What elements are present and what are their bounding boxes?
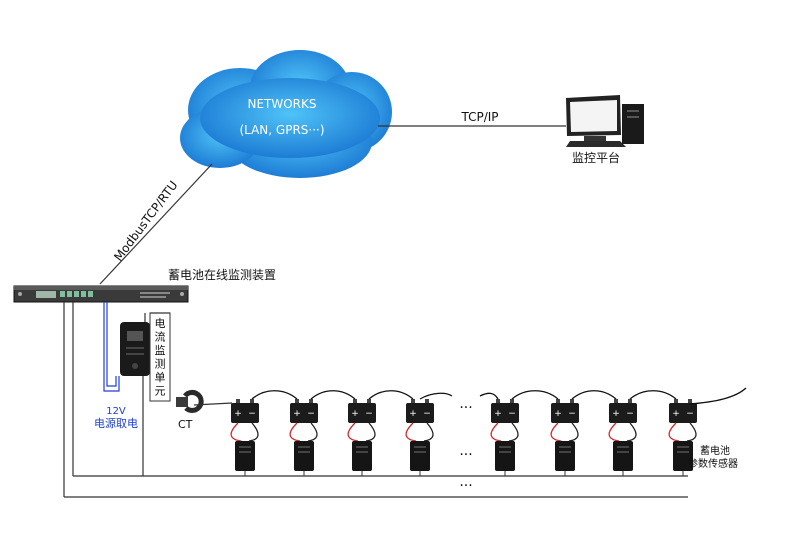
battery-plus-terminal: +	[494, 409, 502, 419]
battery-unit: +−	[490, 399, 519, 476]
battery-ellipsis: ···	[459, 400, 472, 416]
current-unit-label-char: 单	[155, 371, 166, 384]
battery-unit: +−	[347, 399, 376, 476]
battery-sensor-icon	[352, 441, 372, 471]
current-unit-label-char: 电	[155, 317, 166, 330]
battery-plus-terminal: +	[409, 409, 417, 419]
sensor-label-line2: 参数传感器	[688, 457, 738, 470]
battery-icon	[290, 403, 318, 423]
battery-minus-terminal: −	[423, 409, 431, 419]
device-wiring	[63, 302, 688, 498]
network-cloud: NETWORKS (LAN, GPRS···)	[180, 50, 392, 178]
monitor-computer-icon	[566, 95, 644, 147]
battery-icon	[609, 403, 637, 423]
tcp-ip-label: TCP/IP	[460, 110, 498, 124]
battery-minus-terminal: −	[307, 409, 315, 419]
battery-plus-terminal: +	[554, 409, 562, 419]
battery-sensor-icon	[613, 441, 633, 471]
battery-unit: +−	[550, 399, 579, 476]
current-unit-label-char: 测	[155, 358, 166, 371]
battery-link-wire	[571, 390, 617, 400]
battery-unit: +−	[289, 399, 318, 476]
sensor-label-line1: 蓄电池	[700, 444, 730, 457]
ct-label: CT	[178, 418, 193, 431]
battery-plus-terminal: +	[672, 409, 680, 419]
current-unit-label-char: 元	[155, 385, 166, 398]
battery-link-wire	[419, 392, 453, 400]
battery-link-wire	[511, 390, 559, 400]
battery-minus-terminal: −	[568, 409, 576, 419]
battery-sensor-icon	[495, 441, 515, 471]
battery-sensor-icon	[235, 441, 255, 471]
battery-sensor-icon	[410, 441, 430, 471]
battery-icon	[406, 403, 434, 423]
battery-link-wire	[310, 390, 356, 400]
current-monitoring-unit	[120, 322, 150, 376]
trailing-wire	[689, 387, 747, 405]
battery-icon	[551, 403, 579, 423]
battery-minus-terminal: −	[686, 409, 694, 419]
monitor-platform-label: 监控平台	[572, 150, 620, 165]
battery-plus-terminal: +	[351, 409, 359, 419]
battery-icon	[491, 403, 519, 423]
power-label: 电源取电	[94, 416, 138, 430]
modbus-line	[99, 163, 213, 285]
battery-link-wire	[368, 390, 414, 400]
modbus-label: ModbusTCP/RTU	[111, 178, 180, 264]
battery-unit: +−	[608, 399, 637, 476]
power-voltage-label: 12V	[106, 406, 126, 417]
battery-plus-terminal: +	[612, 409, 620, 419]
cloud-subtitle: (LAN, GPRS···)	[239, 123, 324, 137]
current-unit-label-char: 监	[155, 344, 166, 357]
battery-minus-terminal: −	[365, 409, 373, 419]
current-unit-label-char: 流	[155, 330, 166, 344]
battery-link-wire	[629, 390, 677, 400]
battery-icon	[669, 403, 697, 423]
battery-sensor-icon	[555, 441, 575, 471]
battery-plus-terminal: +	[293, 409, 301, 419]
sensor-ellipsis: ···	[459, 447, 472, 463]
battery-unit: +−	[668, 399, 697, 476]
battery-icon	[348, 403, 376, 423]
battery-sensor-icon	[294, 441, 314, 471]
cloud-title: NETWORKS	[247, 97, 316, 111]
battery-string: +−+−+−+−+−+−+−+−	[230, 390, 697, 476]
battery-sensor-icon	[673, 441, 693, 471]
battery-minus-terminal: −	[508, 409, 516, 419]
battery-unit: +−	[230, 399, 259, 476]
battery-unit: +−	[405, 399, 434, 476]
battery-icon	[231, 403, 259, 423]
monitoring-device	[13, 285, 189, 303]
battery-link-wire	[251, 390, 298, 400]
bus-ellipsis: ···	[459, 478, 472, 494]
device-label: 蓄电池在线监测装置	[168, 268, 276, 282]
battery-plus-terminal: +	[234, 409, 242, 419]
battery-link-wire	[479, 392, 499, 400]
battery-minus-terminal: −	[626, 409, 634, 419]
ct-clamp-icon	[176, 390, 204, 413]
battery-minus-terminal: −	[248, 409, 256, 419]
